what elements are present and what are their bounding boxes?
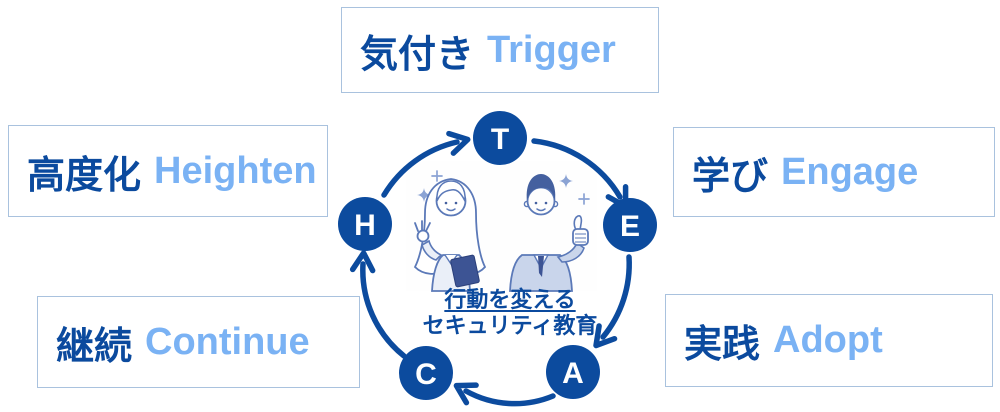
node-letter-e: E — [620, 210, 640, 243]
node-letter-a: A — [562, 357, 584, 390]
label-en-continue: Continue — [145, 320, 310, 363]
star-sparkle-icon — [417, 188, 431, 202]
label-jp-engage: 学び — [692, 155, 769, 198]
thumbs-up-hand — [572, 215, 589, 246]
man-smile — [536, 208, 546, 212]
center-caption: 行動を変える セキュリティ教育 — [405, 287, 615, 339]
folder — [450, 254, 480, 288]
plus-sparkle-icon — [431, 170, 443, 182]
cycle-node-h: H — [338, 197, 392, 251]
label-box-engage: 学び Engage — [673, 127, 995, 217]
label-en-adopt: Adopt — [773, 319, 883, 361]
cycle-node-a: A — [546, 345, 600, 399]
arrow-e-to-a — [593, 254, 632, 349]
man-tie — [538, 256, 544, 277]
node-letter-c: C — [415, 358, 437, 391]
man-arm — [556, 241, 585, 263]
cycle-node-t: T — [473, 111, 527, 165]
woman-smile — [446, 208, 456, 212]
label-box-continue: 継続 Continue — [37, 296, 360, 388]
caption-line2: セキュリティ教育 — [422, 313, 598, 338]
arrow-c-to-h — [349, 250, 407, 359]
label-jp-adopt: 実践 — [684, 324, 761, 366]
label-jp-continue: 継続 — [56, 325, 133, 368]
label-box-adopt: 実践 Adopt — [665, 294, 993, 387]
label-en-heighten: Heighten — [154, 149, 317, 192]
label-box-trigger: 気付き Trigger — [341, 7, 659, 93]
caption-line1: 行動を変える — [444, 287, 576, 312]
people-illustration — [406, 161, 597, 292]
node-letter-t: T — [491, 123, 509, 156]
woman-arm — [421, 239, 443, 261]
man-hair — [526, 174, 556, 201]
sparkle-icons — [417, 170, 590, 205]
arrow-a-to-c — [453, 382, 556, 407]
cycle-node-c: C — [399, 346, 453, 400]
man-figure — [509, 174, 589, 292]
label-jp-heighten: 高度化 — [27, 154, 142, 197]
arrow-h-to-t — [381, 130, 471, 198]
cycle-nodes: T E A C H — [338, 111, 657, 400]
label-jp-trigger: 気付き — [360, 33, 475, 76]
star-sparkle-icon — [559, 174, 573, 188]
label-en-trigger: Trigger — [487, 28, 616, 71]
label-en-engage: Engage — [781, 150, 919, 193]
plus-sparkle-icon — [578, 193, 590, 205]
arrow-t-to-e — [531, 138, 629, 210]
cycle-arrows — [349, 130, 632, 407]
node-letter-h: H — [354, 209, 376, 242]
cycle-node-e: E — [603, 198, 657, 252]
woman-bangs — [436, 180, 466, 204]
woman-figure — [413, 178, 487, 292]
ok-sign-hand — [414, 220, 431, 243]
label-box-heighten: 高度化 Heighten — [8, 125, 328, 217]
